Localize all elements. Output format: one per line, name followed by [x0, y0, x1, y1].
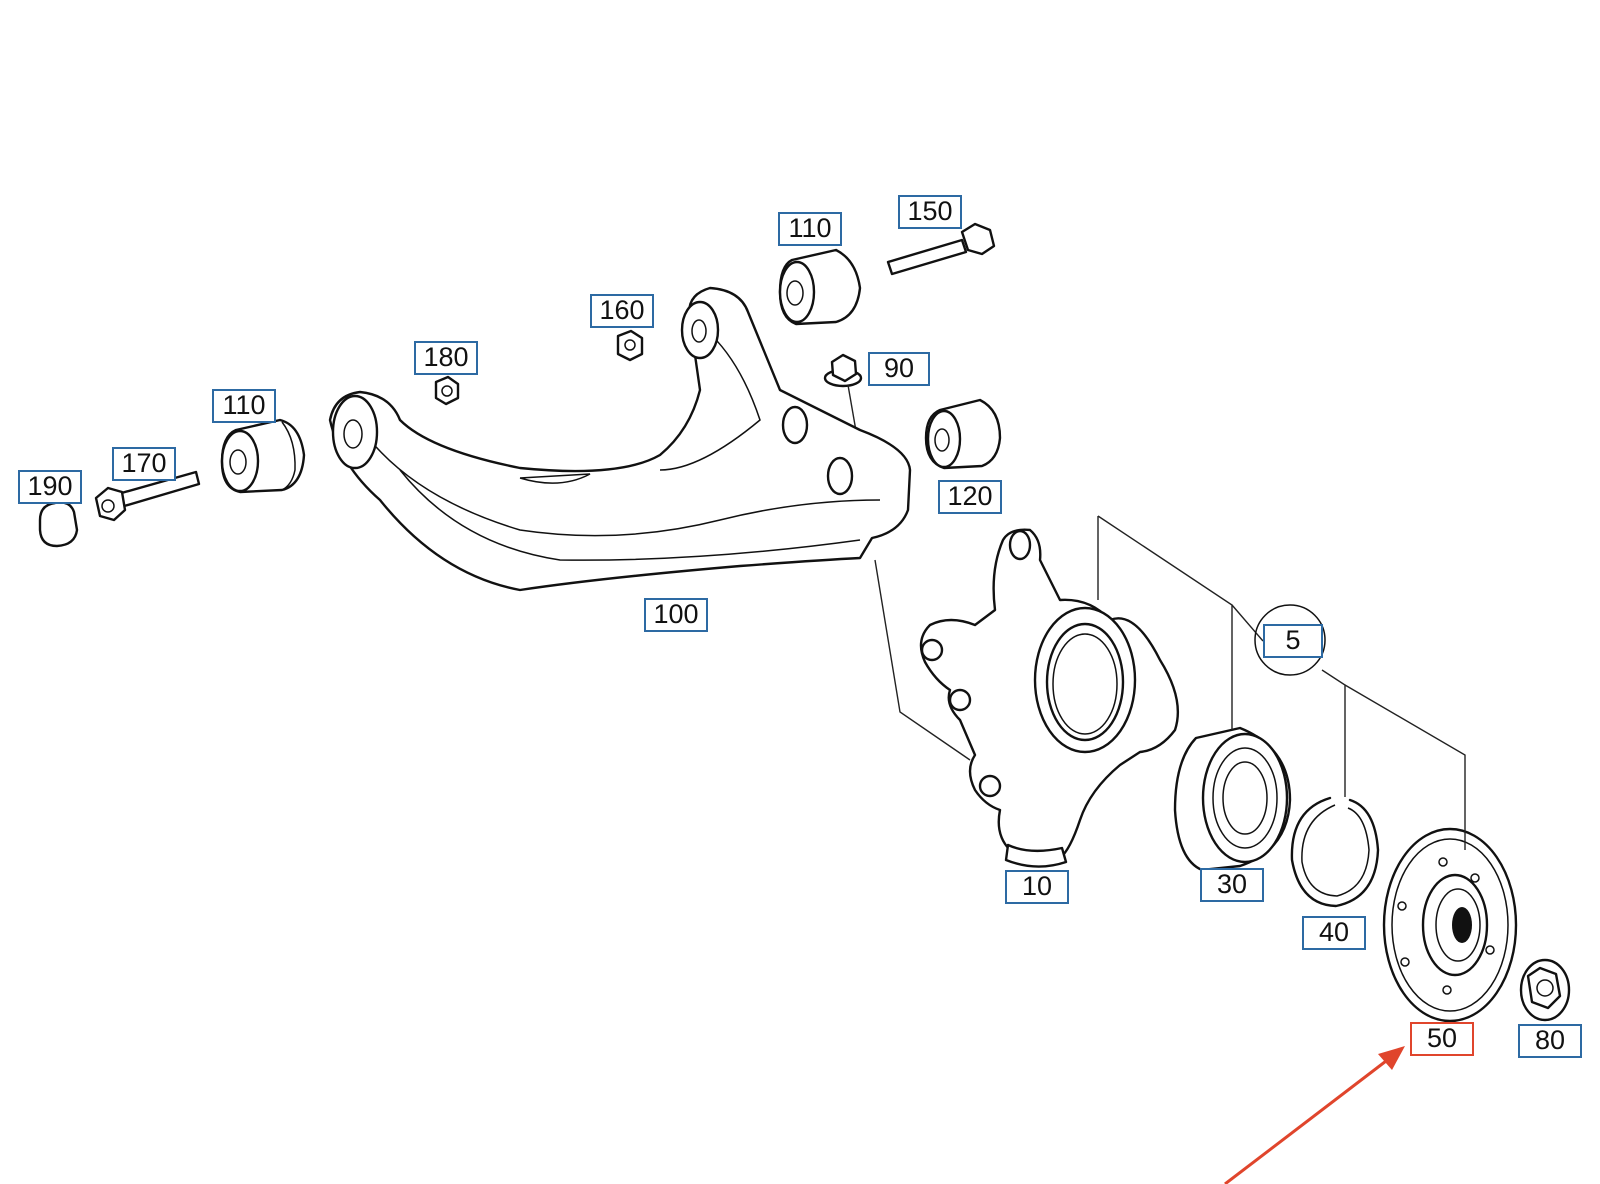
part-150-bolt	[886, 222, 996, 276]
callout-160: 160	[590, 294, 654, 328]
callout-30: 30	[1200, 868, 1264, 902]
part-10-steering-knuckle	[919, 528, 1179, 868]
part-160-nut	[616, 329, 644, 362]
callout-110-top: 110	[778, 212, 842, 246]
part-120-bushing	[924, 398, 1002, 470]
callout-10: 10	[1005, 870, 1069, 904]
part-50-wheel-hub	[1382, 827, 1518, 1023]
part-110-bushing-top	[778, 248, 862, 326]
callout-190: 190	[18, 470, 82, 504]
part-100-control-arm	[328, 286, 912, 592]
callout-170: 170	[112, 447, 176, 481]
callout-50-highlighted: 50	[1410, 1022, 1474, 1056]
red-arrow-indicator	[1224, 1046, 1405, 1184]
part-190-cap	[38, 501, 79, 548]
callout-5: 5	[1263, 624, 1323, 658]
callout-180: 180	[414, 341, 478, 375]
part-180-nut	[434, 375, 460, 406]
callout-150: 150	[898, 195, 962, 229]
callout-40: 40	[1302, 916, 1366, 950]
callout-90: 90	[868, 352, 930, 386]
part-40-snap-ring	[1290, 796, 1380, 908]
part-80-nut	[1519, 958, 1571, 1022]
callout-120: 120	[938, 480, 1002, 514]
kit-5-leader-lines	[1097, 515, 1466, 850]
callout-80: 80	[1518, 1024, 1582, 1058]
callout-100: 100	[644, 598, 708, 632]
part-110-bushing-left	[220, 418, 306, 494]
callout-110-left: 110	[212, 389, 276, 423]
part-30-wheel-bearing	[1173, 726, 1292, 872]
